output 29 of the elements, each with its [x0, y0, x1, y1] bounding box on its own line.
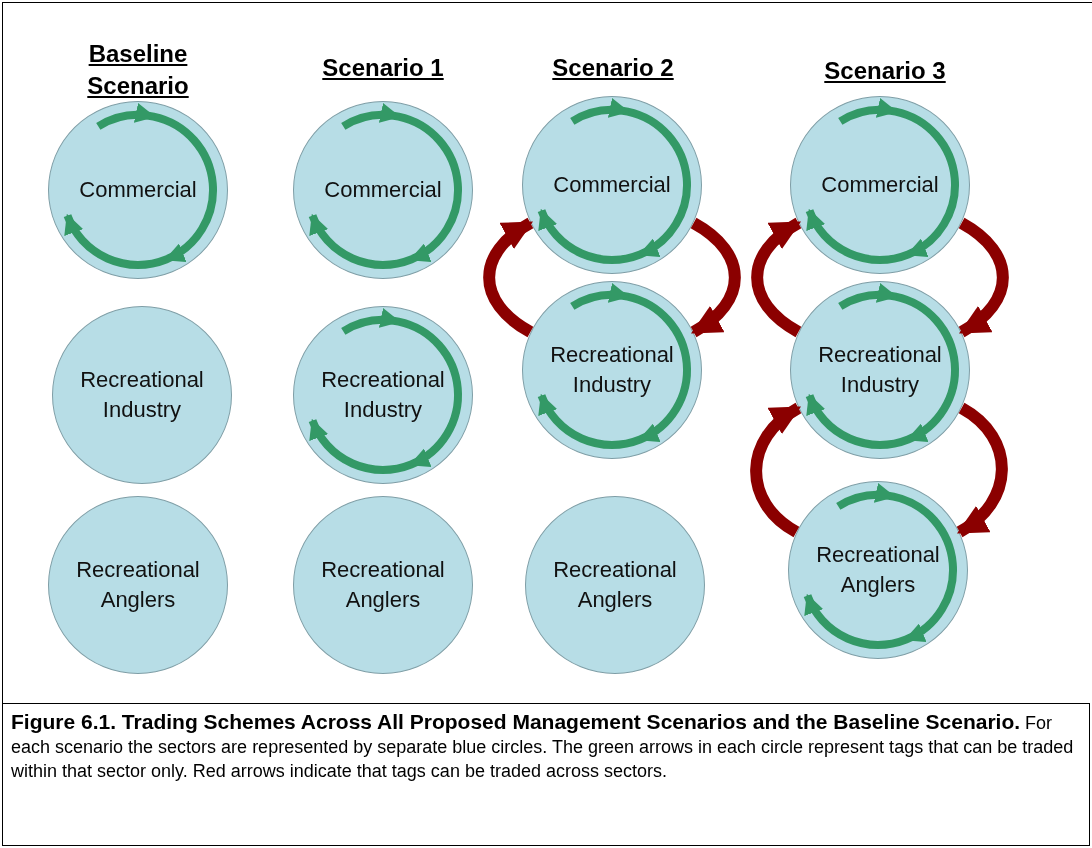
curved-arrow	[956, 402, 1008, 538]
cycle-arrows	[537, 283, 691, 449]
cycle-arrows	[308, 308, 462, 474]
curved-arrow	[750, 402, 802, 538]
sector-label: Recreational Industry	[549, 341, 675, 399]
column-heading: Scenario 1	[321, 53, 445, 83]
cycle-arrows	[537, 98, 691, 264]
sector-label: Recreational Anglers	[75, 556, 201, 614]
figure-caption: Figure 6.1. Trading Schemes Across All Proposed Management Scenarios and the Baseline Scenario. For each scenario the sectors are represented by separate blue circles. The green arrows in each circle represent tags that can be traded within that sector only. Red arrows indicate that tags can be traded across sectors.	[11, 710, 1075, 783]
column-heading: Scenario 3	[823, 56, 947, 86]
sector-label: Commercial	[820, 171, 940, 199]
sector-label: Recreational Anglers	[320, 556, 446, 614]
sector-label: Commercial	[323, 176, 443, 204]
sector-label: Recreational Industry	[320, 366, 446, 424]
sector-label: Recreational Industry	[817, 341, 943, 399]
cycle-arrows	[803, 483, 957, 649]
column-heading: Scenario 2	[551, 53, 675, 83]
sector-label: Commercial	[552, 171, 672, 199]
cycle-arrows	[805, 98, 959, 264]
curved-arrow	[958, 217, 1009, 338]
sector-label: Recreational Industry	[79, 366, 205, 424]
sector-label: Recreational Anglers	[552, 556, 678, 614]
sector-label: Commercial	[78, 176, 198, 204]
cycle-arrows	[63, 103, 217, 269]
cycle-arrows	[805, 283, 959, 449]
sector-label: Recreational Anglers	[815, 541, 941, 599]
column-heading: Baseline Scenario	[86, 39, 190, 101]
curved-arrow	[690, 217, 741, 338]
cycle-arrows	[308, 103, 462, 269]
